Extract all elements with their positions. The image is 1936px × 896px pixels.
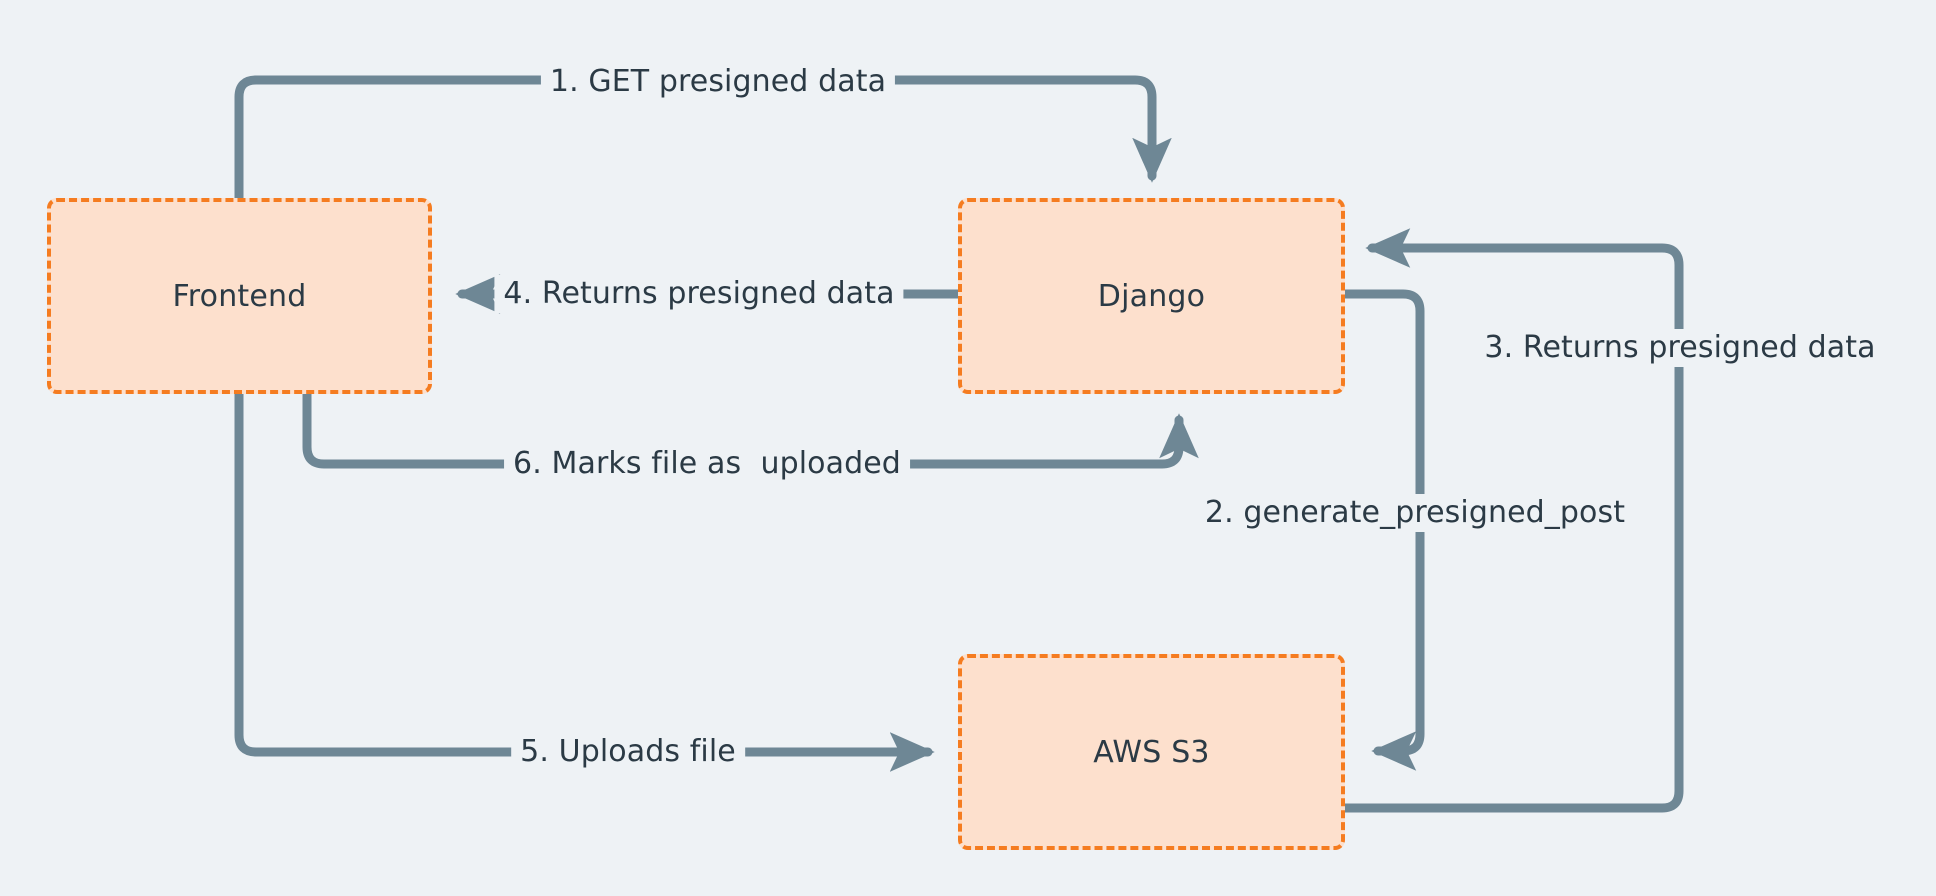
edge-label-5: 5. Uploads file	[511, 733, 745, 771]
node-frontend[interactable]: Frontend	[47, 198, 432, 394]
node-frontend-label: Frontend	[172, 278, 307, 314]
edge-label-1: 1. GET presigned data	[540, 63, 896, 101]
node-aws-s3-label: AWS S3	[1093, 734, 1210, 770]
node-django[interactable]: Django	[958, 198, 1345, 394]
edge-label-4: 4. Returns presigned data	[494, 275, 904, 313]
edge-path-3	[1340, 228, 1684, 813]
node-aws-s3[interactable]: AWS S3	[958, 654, 1345, 850]
edge-label-6: 6. Marks file as uploaded	[504, 445, 910, 483]
edge-label-3: 3. Returns presigned data	[1475, 329, 1885, 367]
edge-path-5	[234, 389, 935, 772]
node-django-label: Django	[1097, 278, 1206, 314]
edge-label-2: 2. generate_presigned_post	[1195, 494, 1635, 532]
